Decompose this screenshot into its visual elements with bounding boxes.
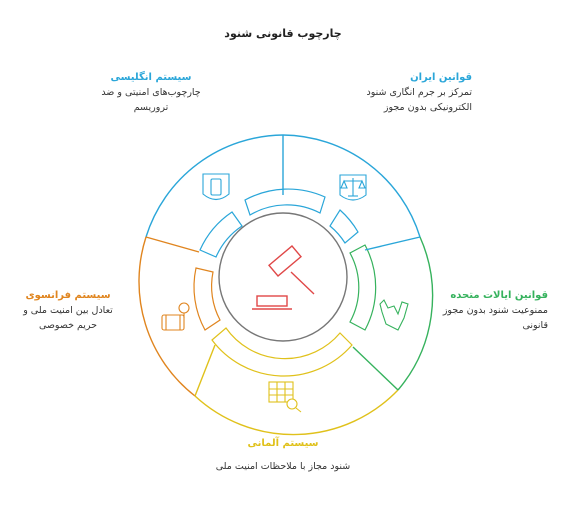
section-france-body: تعادل بین امنیت ملی و حریم خصوصی (23, 305, 113, 331)
outer-arc-iran (282, 134, 421, 238)
gavel-icon (252, 245, 315, 310)
outer-arc-us (397, 236, 434, 391)
section-england-body: چارچوب‌های امنیتی و ضد تروریسم (101, 87, 201, 113)
outer-arc-england (145, 134, 284, 238)
section-germany-heading: سیستم آلمانی (247, 438, 319, 449)
outer-arc-germany (194, 389, 399, 436)
connector-england (145, 236, 200, 253)
luggage-icon (161, 302, 190, 331)
middle-seg-us (349, 244, 377, 331)
section-us: قوانین ایالات متحده ممنوعیت شنود بدون مج… (440, 288, 548, 333)
middle-seg-france (193, 267, 221, 331)
middle-seg-iran (329, 209, 359, 244)
section-iran: قوانین ایران تمرکز بر جرم انگاری شنود ال… (362, 70, 472, 115)
fist-icon (379, 299, 409, 331)
section-england-heading: سیستم انگلیسی (110, 72, 192, 83)
table-search-icon (268, 381, 302, 413)
middle-seg-germany (211, 327, 353, 377)
connector-us (364, 236, 421, 251)
center-circle (218, 212, 348, 342)
section-us-body: ممنوعیت شنود بدون مجوز قانونی (442, 305, 548, 331)
section-england: سیستم انگلیسی چارچوب‌های امنیتی و ضد ترو… (92, 70, 210, 115)
outer-arc-france (138, 236, 196, 397)
middle-seg-top (244, 188, 326, 216)
section-us-heading: قوانین ایالات متحده (450, 290, 548, 301)
connector-germany (352, 346, 399, 391)
scales-icon (339, 174, 367, 201)
section-france-heading: سیستم فرانسوی (25, 290, 111, 301)
section-iran-body: تمرکز بر جرم انگاری شنود الکترونیکی بدون… (366, 87, 472, 113)
section-france: سیستم فرانسوی تعادل بین امنیت ملی و حریم… (14, 288, 122, 333)
section-germany: سیستم آلمانی شنود مجاز با ملاحظات امنیت … (213, 436, 353, 474)
diagram-title: چارچوب قانونی شنود (224, 27, 342, 40)
section-germany-body: شنود مجاز با ملاحظات امنیت ملی (215, 461, 351, 472)
middle-seg-england (199, 211, 243, 258)
shield-phone-icon (202, 173, 230, 201)
connector-france (194, 344, 216, 397)
section-iran-heading: قوانین ایران (410, 72, 472, 83)
